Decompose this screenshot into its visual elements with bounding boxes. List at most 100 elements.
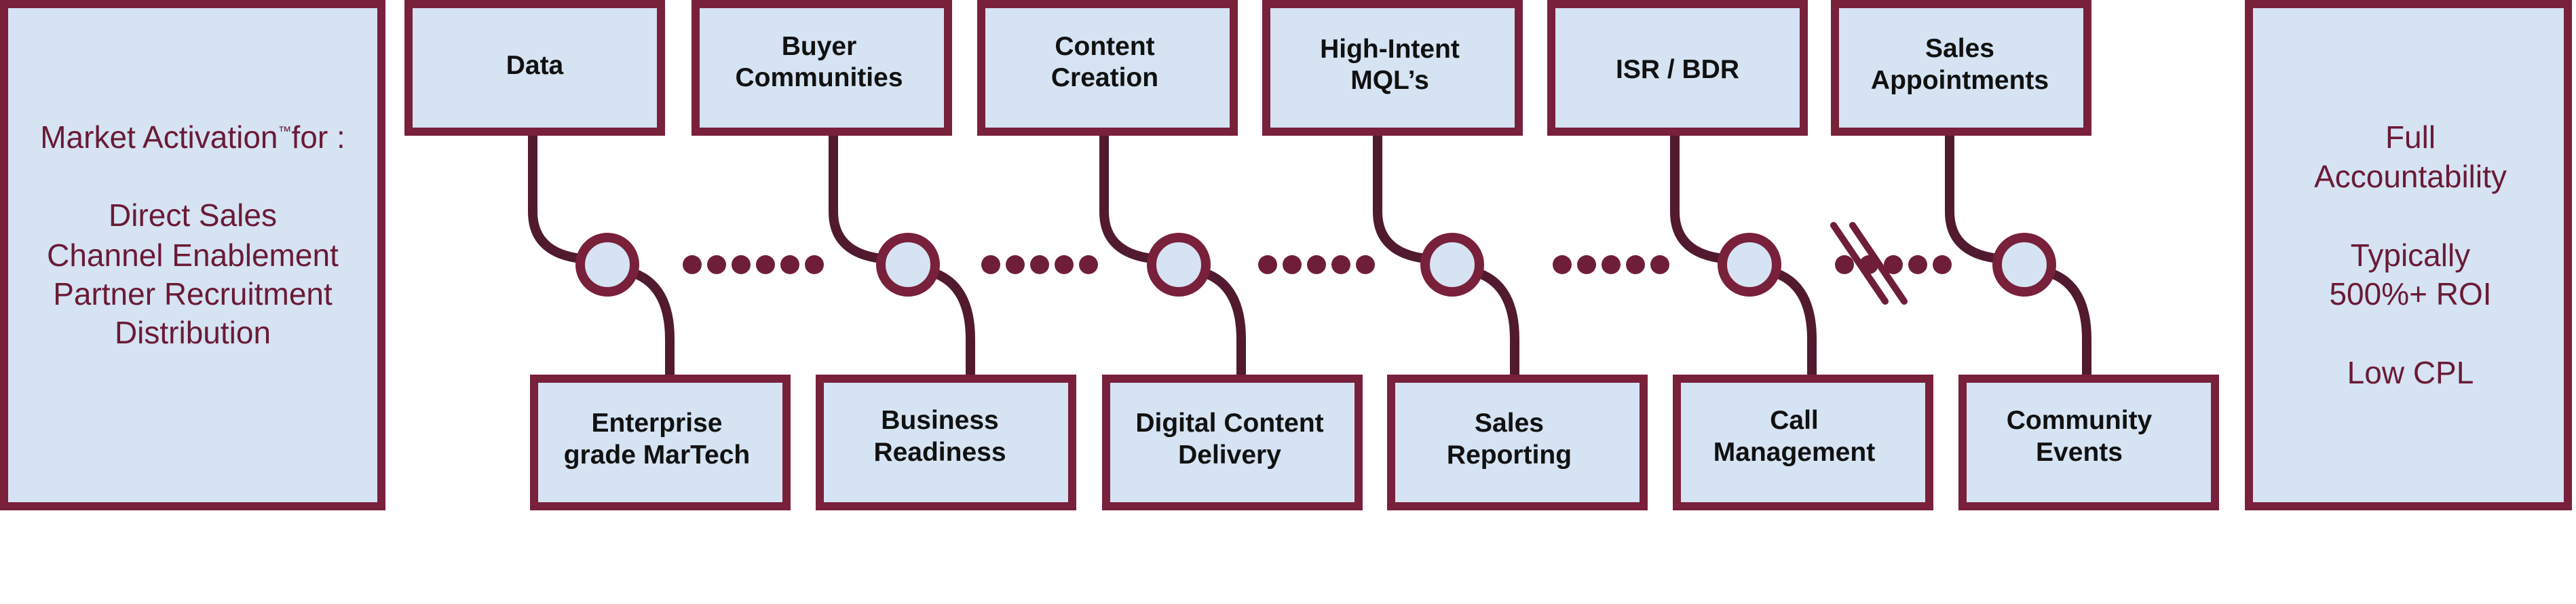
left-panel-line: Distribution <box>115 315 271 350</box>
bottom-step-digital-content-delivery: Digital Content Delivery <box>1102 375 1363 510</box>
timeline-dot <box>1331 255 1350 274</box>
bottom-step-box <box>1387 375 1648 510</box>
timeline-node <box>1420 233 1484 297</box>
top-step-box <box>977 0 1238 136</box>
bottom-step-label: Enterprise <box>592 409 723 438</box>
timeline-dot <box>981 255 1000 274</box>
bottom-step-community-events: Community Events <box>1958 375 2219 510</box>
top-step-box <box>1547 0 1808 136</box>
timeline-dot <box>1356 255 1375 274</box>
top-step-data: Data <box>404 0 665 136</box>
timeline-dot <box>1055 255 1074 274</box>
timeline-dot <box>1006 255 1025 274</box>
bottom-step-label: Delivery <box>1178 440 1281 470</box>
bottom-steps: Enterprise grade MarTech Business Readin… <box>530 375 2219 510</box>
bottom-step-box <box>1102 375 1363 510</box>
top-step-sales-appointments: Sales Appointments <box>1831 0 2091 136</box>
timeline-dots <box>683 255 1952 274</box>
timeline-node <box>1992 233 2056 297</box>
timeline-dot <box>1553 255 1572 274</box>
timeline-dot <box>1933 255 1952 274</box>
connector-top <box>528 130 594 264</box>
top-step-content-creation: Content Creation <box>977 0 1238 136</box>
bottom-step-label: Management <box>1713 438 1875 467</box>
bottom-step-label: Readiness <box>873 438 1006 467</box>
left-panel-line: Channel Enablement <box>47 238 339 273</box>
bottom-step-box <box>1958 375 2219 510</box>
top-step-box <box>1831 0 2091 136</box>
connector-top <box>829 130 894 264</box>
top-step-label: Sales <box>1925 34 1994 63</box>
right-panel-line: 500%+ ROI <box>2329 276 2491 312</box>
top-step-high-intent-mqls: High-Intent MQL’s <box>1262 0 1523 136</box>
bottom-step-box <box>816 375 1076 510</box>
timeline-dot <box>756 255 775 274</box>
left-panel-title: Market Activation™for : <box>40 119 345 155</box>
timeline-dot <box>805 255 824 274</box>
timeline-node <box>876 233 940 297</box>
bottom-step-box <box>1673 375 1933 510</box>
timeline-dot <box>1884 255 1903 274</box>
left-panel: Market Activation™for : Direct Sales Cha… <box>0 0 385 510</box>
timeline-nodes <box>575 233 2056 297</box>
top-step-label: Buyer <box>782 32 857 61</box>
timeline-dot <box>1258 255 1277 274</box>
timeline-dot <box>732 255 751 274</box>
top-step-label: Content <box>1055 32 1154 61</box>
connector-bottom <box>2041 267 2091 385</box>
bottom-step-label: Community <box>2007 406 2153 435</box>
top-step-box <box>692 0 952 136</box>
bottom-step-label: Business <box>881 406 998 435</box>
bottom-step-label: Reporting <box>1447 440 1572 470</box>
timeline-dot <box>683 255 702 274</box>
bottom-step-label: Sales <box>1475 409 1544 438</box>
bottom-step-sales-reporting: Sales Reporting <box>1387 375 1648 510</box>
timeline-node <box>1147 233 1211 297</box>
connector-bottom <box>1195 267 1246 385</box>
top-step-buyer-communities: Buyer Communities <box>692 0 952 136</box>
right-panel-line: Accountability <box>2314 159 2507 194</box>
connector-bottom <box>624 267 675 385</box>
bottom-step-business-readiness: Business Readiness <box>816 375 1076 510</box>
timeline-dot <box>1079 255 1098 274</box>
bottom-step-label: Events <box>2036 438 2123 467</box>
timeline-dot <box>1307 255 1326 274</box>
top-step-label: Creation <box>1051 63 1158 92</box>
timeline-dot <box>1650 255 1669 274</box>
timeline-node <box>1718 233 1781 297</box>
top-step-box <box>1262 0 1523 136</box>
left-panel-line: Partner Recruitment <box>53 276 333 312</box>
bottom-step-label: grade MarTech <box>564 440 751 470</box>
right-panel-line: Typically <box>2351 238 2470 273</box>
connector-top <box>1099 130 1165 264</box>
timeline-dot <box>707 255 726 274</box>
right-panel-line: Full <box>2385 119 2436 155</box>
connector-bottom <box>1766 267 1817 385</box>
right-panel-line: Low CPL <box>2347 355 2474 390</box>
top-step-label: High-Intent <box>1320 35 1460 64</box>
top-step-label: Communities <box>735 63 903 92</box>
timeline-node <box>575 233 639 297</box>
left-panel-box <box>0 0 385 510</box>
connector-top <box>1670 130 1736 264</box>
connector-top <box>1945 130 2011 264</box>
left-panel-line: Direct Sales <box>109 197 277 233</box>
timeline-dot <box>1577 255 1596 274</box>
right-panel: Full Accountability Typically 500%+ ROI … <box>2245 0 2572 510</box>
bottom-step-call-management: Call Management <box>1673 375 1933 510</box>
break-slash <box>1830 222 1889 305</box>
left-panel-title-main: Market Activation <box>40 119 278 155</box>
timeline-dot <box>1835 255 1854 274</box>
bottom-step-label: Call <box>1770 406 1819 435</box>
trademark-mark: ™ <box>278 124 292 139</box>
top-step-isr-bdr: ISR / BDR <box>1547 0 1808 136</box>
timeline-dot <box>1030 255 1049 274</box>
left-panel-title-suffix: for : <box>292 119 345 155</box>
break-slash <box>1849 222 1908 305</box>
top-step-label: Appointments <box>1871 66 2049 95</box>
top-step-box <box>404 0 665 136</box>
timeline-dot <box>1602 255 1621 274</box>
right-panel-box <box>2245 0 2572 510</box>
top-step-label: Data <box>506 51 564 80</box>
